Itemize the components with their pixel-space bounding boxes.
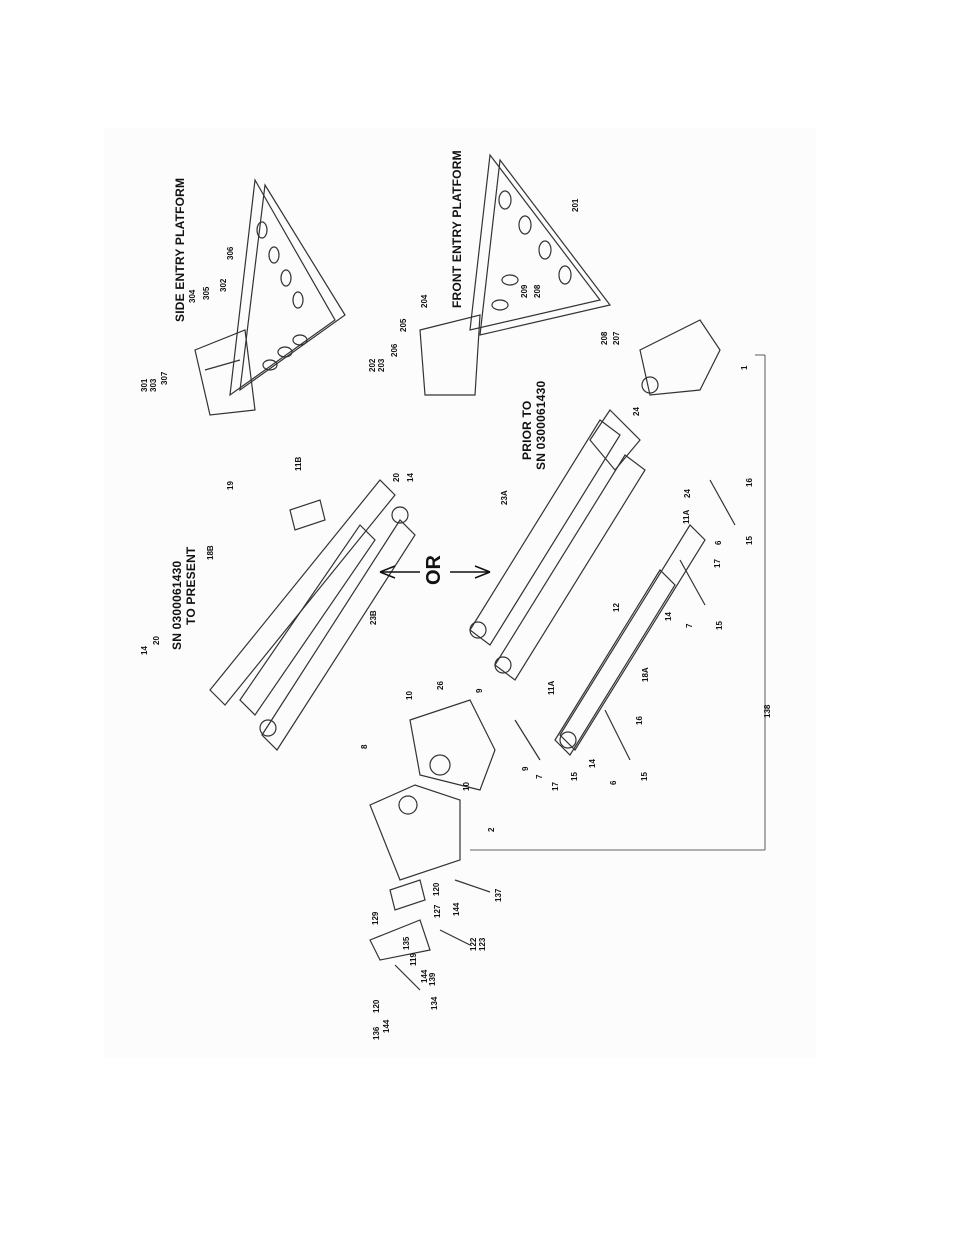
callout-18b: 18B [206,545,215,560]
callout-301: 301 [140,378,149,392]
callout-144c: 144 [382,1019,391,1033]
callout-305: 305 [202,286,211,300]
side-entry-platform-heading: SIDE ENTRY PLATFORM [173,177,187,322]
callout-15a: 15 [745,536,754,545]
front-entry-platform-drawing [419,153,612,396]
callout-9b: 9 [521,766,530,771]
callout-16b: 16 [635,716,644,725]
callout-205: 205 [399,318,408,332]
callout-9a: 9 [475,688,484,693]
callout-120a: 120 [432,882,441,896]
pins-drawing [394,479,736,991]
prior-to-heading-line2: SN 0300061430 [534,380,548,470]
callout-209: 209 [520,284,529,298]
present-heading-line1: SN 0300061430 [170,560,184,650]
callout-123: 123 [478,937,487,951]
callout-119: 119 [409,953,418,966]
or-arrow [379,565,491,579]
callout-208a: 208 [533,284,542,298]
callout-14b: 14 [588,759,597,768]
callout-14a: 14 [664,612,673,621]
callout-16a: 16 [745,478,754,487]
callout-11a2: 11A [547,680,556,695]
callout-306: 306 [226,246,235,260]
callout-144b: 144 [420,969,429,983]
callout-7a: 7 [685,623,694,628]
callout-6b: 6 [609,780,618,785]
callout-207: 207 [612,331,621,345]
callout-14c: 14 [406,473,415,482]
callout-14d: 14 [140,646,149,655]
callout-202: 202 [368,358,377,372]
callout-307: 307 [160,371,169,385]
callout-24b: 24 [683,489,692,498]
callout-204: 204 [420,294,429,308]
callout-11a1: 11A [682,509,691,524]
present-arm-assembly-drawing [209,479,416,751]
callout-138-bracket [470,354,766,851]
callout-134: 134 [430,996,439,1010]
callout-304: 304 [188,289,197,303]
callout-15b: 15 [715,621,724,630]
callout-17a: 17 [713,559,722,568]
callout-26: 26 [436,681,445,690]
prior-arm-assembly-drawing [469,319,721,756]
callout-23b: 23B [369,610,378,625]
callout-15d: 15 [570,772,579,781]
callout-24a: 24 [632,407,641,416]
turntable-bracket-drawing [369,699,496,961]
callout-136: 136 [372,1026,381,1040]
callout-144a: 144 [452,902,461,916]
callout-122: 122 [469,937,478,951]
callout-20b: 20 [152,636,161,645]
callout-15c: 15 [640,772,649,781]
callout-302: 302 [219,278,228,292]
or-label: OR [423,555,445,585]
side-entry-platform-drawing [194,178,346,416]
callout-127: 127 [433,904,442,918]
diagram-panel [104,128,816,1058]
callout-20a: 20 [392,473,401,482]
callout-208b: 208 [600,331,609,345]
callout-18a: 18A [641,667,650,682]
callout-203: 203 [377,358,386,372]
front-entry-platform-heading: FRONT ENTRY PLATFORM [450,150,464,308]
callout-10b: 10 [462,782,471,791]
present-heading-line2: TO PRESENT [184,546,198,625]
callout-137: 137 [494,888,503,902]
callout-2: 2 [487,827,496,832]
callout-12: 12 [612,603,621,612]
callout-11b: 11B [294,456,303,471]
callout-1: 1 [740,365,749,370]
callout-135: 135 [402,936,411,950]
callout-23a: 23A [500,490,509,505]
prior-to-heading-line1: PRIOR TO [520,400,534,460]
callout-6a: 6 [714,540,723,545]
callout-8: 8 [360,744,369,749]
callout-139: 139 [428,972,437,986]
callout-7b: 7 [535,774,544,779]
callout-206: 206 [390,343,399,357]
callout-17b: 17 [551,782,560,791]
callout-10a: 10 [405,691,414,700]
callout-19: 19 [226,481,235,490]
callout-303: 303 [149,378,158,392]
callout-138: 138 [763,704,772,718]
callout-201: 201 [571,198,580,212]
callout-129: 129 [371,911,380,925]
callout-120b: 120 [372,999,381,1013]
